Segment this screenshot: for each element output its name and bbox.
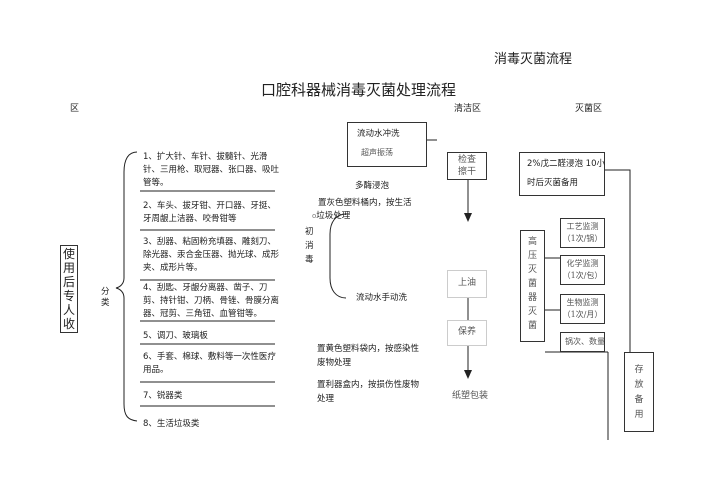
inspect-line: 检查 bbox=[457, 155, 476, 165]
category-item: 2、车头、拔牙钳、开口器、牙挺、牙周龈上洁器、咬骨钳等 bbox=[143, 201, 276, 224]
sharps-box-text: 置利器盒内，按损伤性废物处理 bbox=[317, 380, 420, 404]
chem-soak-box: 2%戊二醛浸泡 10小 时后灭菌备用 bbox=[519, 152, 605, 196]
classify-label: 分 类 bbox=[101, 287, 110, 309]
zone-label-clean: 清洁区 bbox=[454, 104, 482, 114]
arrow-head-icon bbox=[464, 213, 472, 222]
garbage-line: o垃圾处理 bbox=[312, 211, 350, 222]
autoclave-label: 高压灭菌器灭菌 bbox=[527, 237, 537, 331]
yellow-bag-text: 置黄色塑料袋内，按感染性废物处理 bbox=[317, 344, 420, 368]
receive-char: 使 bbox=[62, 247, 75, 261]
classify-char: 类 bbox=[101, 298, 110, 308]
receive-char: 后 bbox=[62, 275, 75, 289]
oil-box: 上油 bbox=[447, 270, 487, 298]
category-item: 3、刮器、粘固粉充填器、雕刻刀、除光器、汞合金压器、抛光球、成形夹、成形片等。 bbox=[143, 237, 280, 273]
wash-title: 流动水冲洗 bbox=[357, 129, 400, 139]
receive-char: 用 bbox=[62, 261, 75, 275]
category-item: 1、扩大针、车针、拔髓针、光滑针、三用枪、取冠器、张口器、吸吐管等。 bbox=[143, 152, 280, 188]
receive-char: 专 bbox=[62, 289, 75, 303]
monitor-line: 生物监测 bbox=[566, 298, 599, 307]
enzyme-soak: 多酶浸泡 bbox=[355, 181, 390, 191]
oil-label: 上油 bbox=[458, 278, 477, 288]
chem-monitor-box: 化学监测 （1次/包） bbox=[560, 255, 605, 285]
main-title: 口腔科器械消毒灭菌处理流程 bbox=[261, 81, 457, 99]
autoclave-box: 高压灭菌器灭菌 bbox=[520, 230, 545, 342]
batch-box: 锅次、数量 bbox=[560, 332, 605, 352]
wash-subtitle: 超声振荡 bbox=[361, 148, 393, 157]
batch-label: 锅次、数量 bbox=[565, 337, 605, 346]
zone-label-left: 区 bbox=[70, 104, 80, 114]
process-monitor-box: 工艺监测 （1次/锅） bbox=[560, 218, 605, 248]
monitor-line: （1次/包） bbox=[562, 271, 603, 280]
page-title: 消毒灭菌流程 bbox=[494, 52, 573, 67]
maintain-label: 保养 bbox=[458, 327, 477, 337]
category-item: 7、锐器类 bbox=[143, 391, 183, 401]
bio-monitor-box: 生物监测 （1次/月） bbox=[560, 294, 605, 324]
grey-bag-text: 置灰色塑料桶内，按生活 bbox=[318, 198, 412, 208]
category-item: 8、生活垃圾类 bbox=[143, 419, 200, 429]
disinfect-bracket bbox=[329, 213, 347, 299]
arrow-line bbox=[605, 169, 631, 400]
garbage-prefix: o bbox=[312, 212, 317, 220]
monitor-line: 工艺监测 bbox=[566, 222, 599, 231]
receive-box: 使 用 后 专 人 收 bbox=[60, 245, 78, 333]
disinfect-char: 消 bbox=[305, 241, 314, 251]
monitor-line: 化学监测 bbox=[566, 259, 599, 268]
receive-char: 人 bbox=[62, 303, 75, 317]
disinfect-char: 初 bbox=[305, 227, 314, 237]
storage-label: 存放备用 bbox=[634, 365, 644, 420]
category-bracket bbox=[115, 151, 138, 422]
monitor-line: （1次/锅） bbox=[562, 234, 603, 243]
storage-box: 存放备用 bbox=[624, 352, 654, 432]
disinfect-char: 毒 bbox=[305, 255, 314, 265]
classify-char: 分 bbox=[101, 287, 110, 297]
inspect-line: 擦干 bbox=[457, 167, 476, 177]
hand-wash: 流动水手动洗 bbox=[356, 293, 408, 303]
chem-soak-line: 2%戊二醛浸泡 10小 bbox=[527, 159, 606, 169]
disinfect-label: 初 消 毒 bbox=[305, 225, 314, 267]
wash-box: 流动水冲洗 超声振荡 bbox=[347, 122, 427, 167]
chem-soak-line: 时后灭菌备用 bbox=[527, 178, 579, 188]
monitor-line: （1次/月） bbox=[562, 310, 603, 319]
arrow-head-icon bbox=[464, 370, 472, 379]
garbage-text: 垃圾处理 bbox=[316, 211, 351, 221]
category-item: 6、手套、棉球、敷料等一次性医疗用品。 bbox=[143, 352, 276, 375]
category-item: 4、刮匙、牙龈分离器、凿子、刀剪、持针钳、刀柄、骨锉、骨膜分离器、冠剪、三角钮、… bbox=[143, 283, 280, 319]
maintain-box: 保养 bbox=[447, 320, 487, 346]
pack-label: 纸塑包装 bbox=[452, 391, 489, 401]
inspect-box: 检查 擦干 bbox=[447, 152, 487, 180]
zone-label-sterile: 灭菌区 bbox=[575, 104, 603, 114]
receive-char: 收 bbox=[62, 317, 75, 331]
category-item: 5、调刀、玻璃板 bbox=[143, 331, 208, 341]
